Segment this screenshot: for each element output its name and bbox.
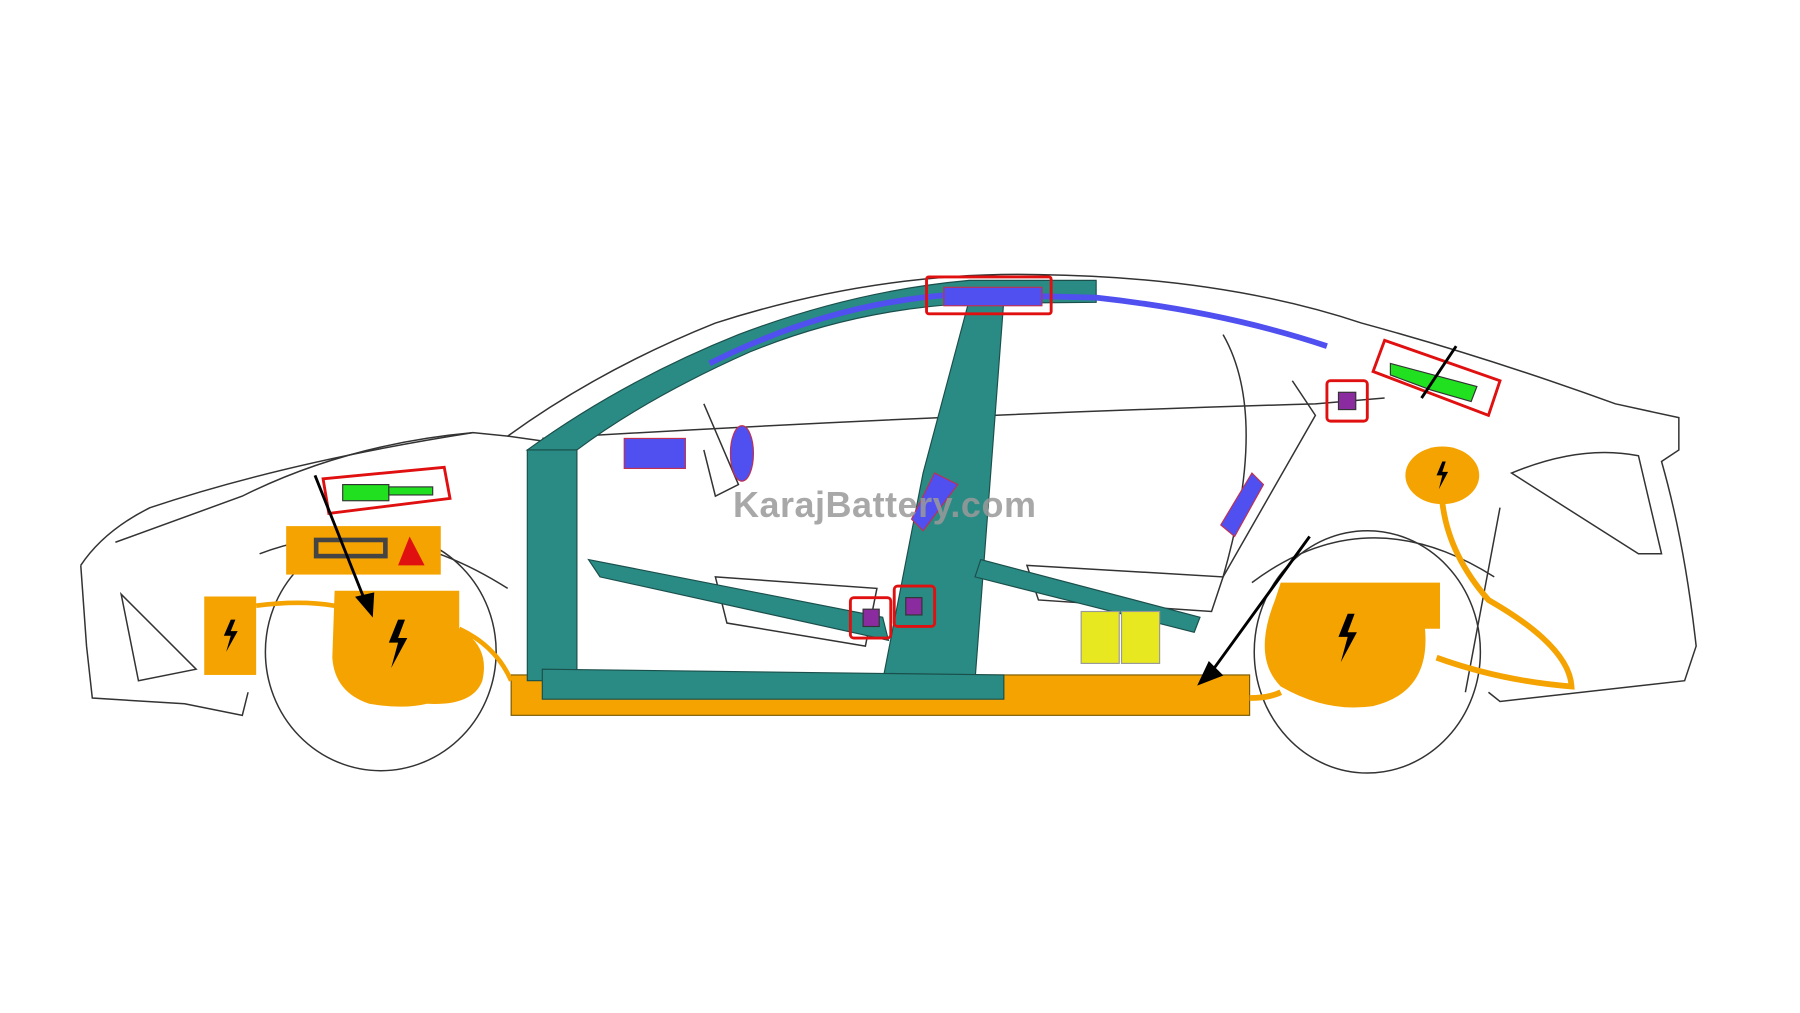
watermark: KarajBattery.com: [733, 484, 1037, 525]
hv-front-motor: [332, 590, 484, 707]
hv-cable-front: [255, 600, 514, 682]
pointer-arrow-icon: [313, 345, 1458, 686]
sensors: [862, 391, 1357, 628]
airbags: [623, 286, 1328, 538]
battery-12v-icon: [1080, 610, 1161, 664]
hv-rear-motor: [1264, 582, 1440, 708]
steering-airbag: [729, 425, 755, 482]
high-voltage-icon: [223, 461, 1449, 669]
red-warning-icon: [398, 536, 425, 566]
rocker-panel: [541, 668, 1005, 700]
dash-airbag: [623, 437, 686, 470]
hv-cable-rear: [1249, 501, 1575, 701]
rear-seat-airbag: [1220, 472, 1265, 538]
a-pillar-lower: [526, 449, 578, 682]
front-seat-airbag: [910, 472, 959, 532]
floor-cross-member-front: [587, 558, 890, 642]
airbag-inflator: [943, 286, 1043, 307]
